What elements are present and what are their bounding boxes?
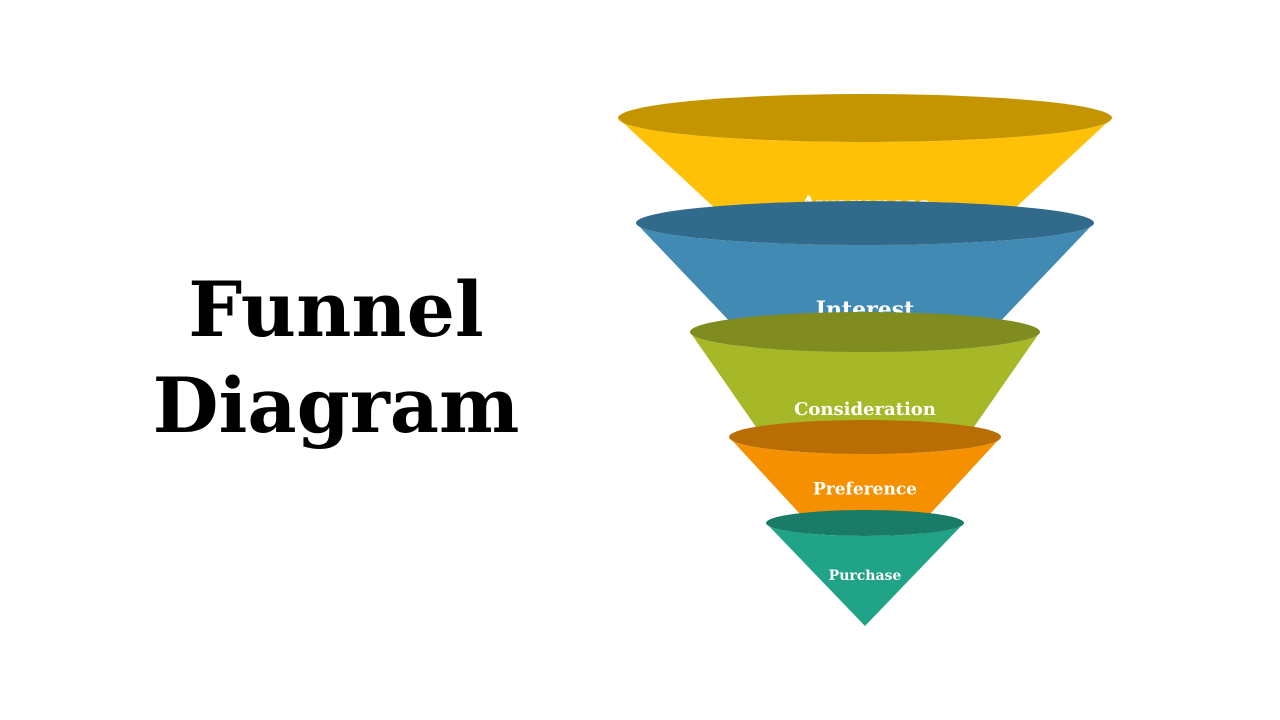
funnel-body-preference (729, 437, 1001, 535)
funnel-rim-interest (636, 201, 1094, 245)
funnel-label-preference: Preference (813, 480, 917, 500)
title-line-2: Diagram (152, 361, 520, 450)
funnel-body-purchase (766, 523, 964, 626)
funnel-stage-purchase: Purchase (766, 510, 964, 626)
title-line-1: Funnel (188, 265, 484, 354)
funnel-rim-preference (729, 420, 1001, 454)
funnel-label-consideration: Consideration (794, 399, 936, 420)
funnel-rim-purchase (766, 510, 964, 536)
funnel-rim-consideration (690, 312, 1040, 352)
slide-title: Funnel Diagram (96, 262, 576, 454)
funnel-label-purchase: Purchase (829, 568, 902, 584)
funnel-stage-preference: Preference (729, 420, 1001, 535)
funnel-rim-awareness (618, 94, 1112, 142)
